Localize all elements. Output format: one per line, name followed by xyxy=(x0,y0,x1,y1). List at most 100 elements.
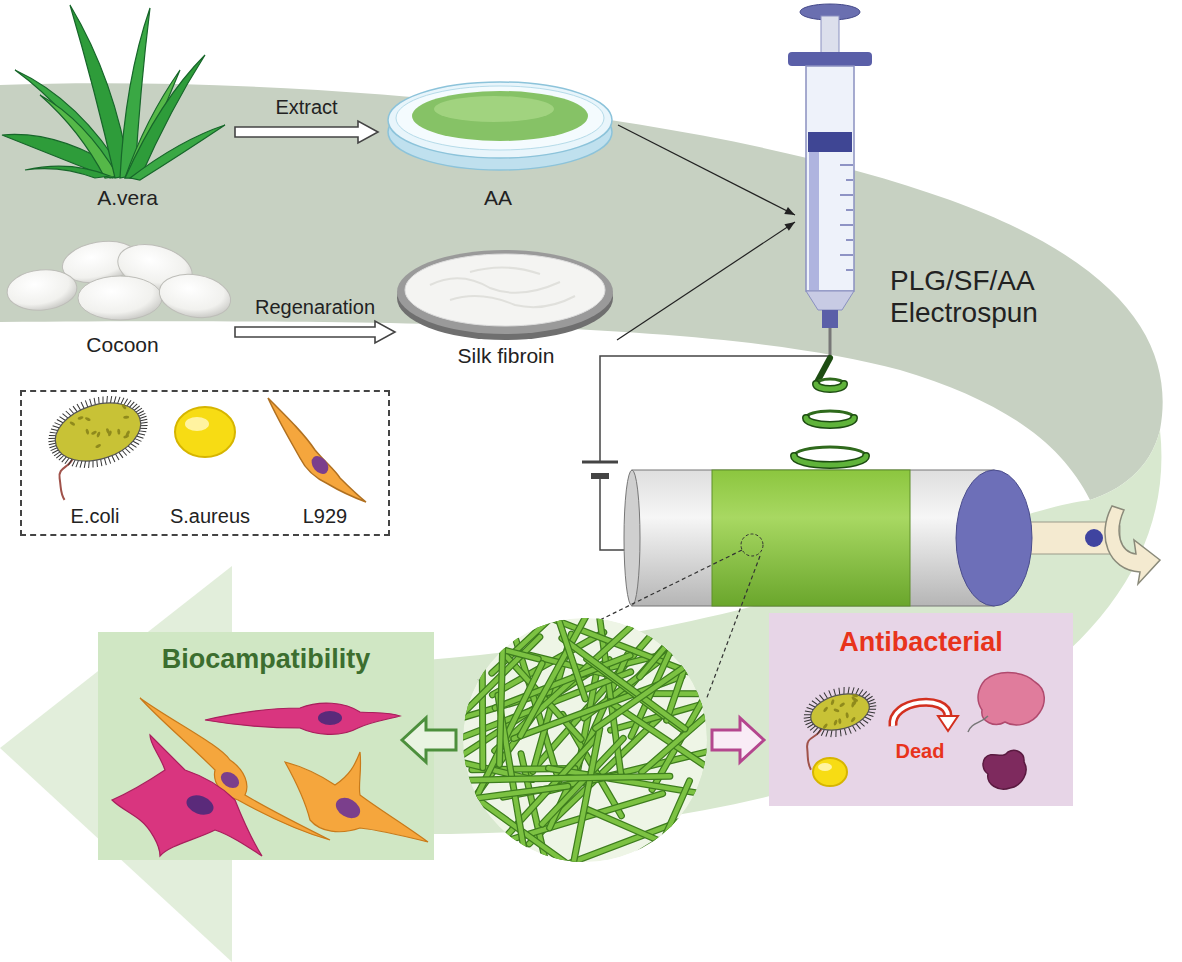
fiber-mat xyxy=(548,588,585,699)
fiber-mat xyxy=(418,752,532,780)
fiber-mat xyxy=(418,752,532,780)
antibacterial-icons xyxy=(938,716,958,731)
fiber-mat xyxy=(499,588,504,764)
process-arrow xyxy=(235,121,378,143)
feed-arrow xyxy=(617,222,795,340)
syringe xyxy=(840,224,853,225)
syringe xyxy=(840,194,853,195)
fibroblast-cells xyxy=(285,752,428,842)
fiber-mat xyxy=(596,599,784,729)
fiber-mat xyxy=(447,777,641,917)
syringe xyxy=(829,328,832,358)
effect-label: Dead xyxy=(896,740,945,762)
flow-arrow xyxy=(402,718,764,762)
cocoons xyxy=(156,269,234,323)
source-figure: Cocoon xyxy=(10,232,235,357)
fiber-mat xyxy=(640,599,706,677)
fiber-mat xyxy=(466,776,670,780)
aloe-plant xyxy=(70,5,130,178)
saureus-icon xyxy=(185,417,209,431)
ecoli-icon xyxy=(77,416,84,421)
ecoli-icon xyxy=(833,719,838,726)
edge-label-box: Regenaration xyxy=(235,296,395,319)
fiber-mat xyxy=(548,588,585,699)
petri-dish-silk xyxy=(397,250,613,340)
edge-label: Extract xyxy=(275,96,337,118)
fiber-mat xyxy=(459,638,538,658)
fiber-mat xyxy=(447,777,641,917)
fiber-mat xyxy=(587,809,666,843)
l929-cell-icon xyxy=(308,453,332,477)
figure-caption: A.vera xyxy=(97,186,158,210)
fiber-mat xyxy=(573,729,600,864)
ecoli-icon xyxy=(85,428,90,435)
process-arrow xyxy=(235,121,378,143)
fiber-mat xyxy=(573,729,600,864)
arrow-head xyxy=(784,222,795,231)
figure-caption: Silk fibroin xyxy=(458,344,555,368)
fiber-mat xyxy=(499,588,504,764)
cocoons xyxy=(5,236,234,323)
ecoli-icon xyxy=(84,416,91,421)
edge-label-box: Extract xyxy=(227,96,387,119)
cocoons xyxy=(5,267,78,313)
feed-arrow xyxy=(618,125,795,215)
syringe xyxy=(806,66,854,291)
syringe xyxy=(788,52,872,66)
syringe xyxy=(846,269,853,270)
antibacterial-icons xyxy=(893,702,948,726)
antibacterial-icons xyxy=(968,716,988,732)
ecoli-icon xyxy=(52,457,85,500)
fiber-mat xyxy=(482,541,483,768)
ecoli-icon xyxy=(791,679,888,770)
syringe xyxy=(840,165,853,270)
ecoli-icon xyxy=(69,421,76,427)
ecoli-icon xyxy=(121,403,127,410)
arrow-head xyxy=(784,207,795,215)
ecoli-icon xyxy=(48,393,148,472)
process-arrow xyxy=(235,321,395,343)
fibroblast-cells xyxy=(332,794,364,823)
test-organism-box: E.coliS.aureusL929 xyxy=(20,390,390,536)
syringe xyxy=(846,179,853,180)
fibroblast-cells xyxy=(112,698,428,856)
syringe xyxy=(840,164,853,165)
fiber-mat xyxy=(596,780,756,880)
petri-dish-silk xyxy=(430,267,575,307)
fiber-mat xyxy=(556,807,773,891)
panel-title: Biocampatibility xyxy=(98,644,434,675)
ecoli-icon xyxy=(807,688,874,736)
ecoli-icon xyxy=(91,430,98,435)
antibacterial-icons xyxy=(813,758,847,786)
collector-drum xyxy=(956,470,1032,606)
petri-dish-powder xyxy=(388,82,612,158)
ecoli-icon xyxy=(823,706,829,713)
petri-dish-powder xyxy=(396,86,604,150)
ecoli-icon xyxy=(107,430,112,437)
ecoli-icon xyxy=(830,699,835,706)
fiber-mat xyxy=(393,533,783,919)
label-box: Dead xyxy=(870,740,970,763)
fiber-mat xyxy=(587,809,666,843)
ecoli-icon xyxy=(37,384,164,500)
fiber-mat xyxy=(466,776,670,780)
zoom-leader xyxy=(706,556,760,700)
l929-cell-icon xyxy=(268,398,366,502)
organism-label: E.coli xyxy=(35,505,155,528)
process-arrow xyxy=(235,321,395,343)
aloe-plant xyxy=(25,166,110,178)
aloe-plant xyxy=(2,5,225,180)
panel-fill xyxy=(769,613,1073,806)
collector-drum xyxy=(624,470,640,606)
collector-drum xyxy=(741,534,763,556)
l929-cell-icon xyxy=(268,398,366,502)
ecoli-icon xyxy=(822,723,828,730)
fibroblast-cells xyxy=(112,735,262,856)
syringe xyxy=(806,291,854,310)
petri-dish-powder xyxy=(412,91,588,141)
antibacterial-icons xyxy=(818,763,832,771)
collector-drum xyxy=(1085,529,1103,547)
